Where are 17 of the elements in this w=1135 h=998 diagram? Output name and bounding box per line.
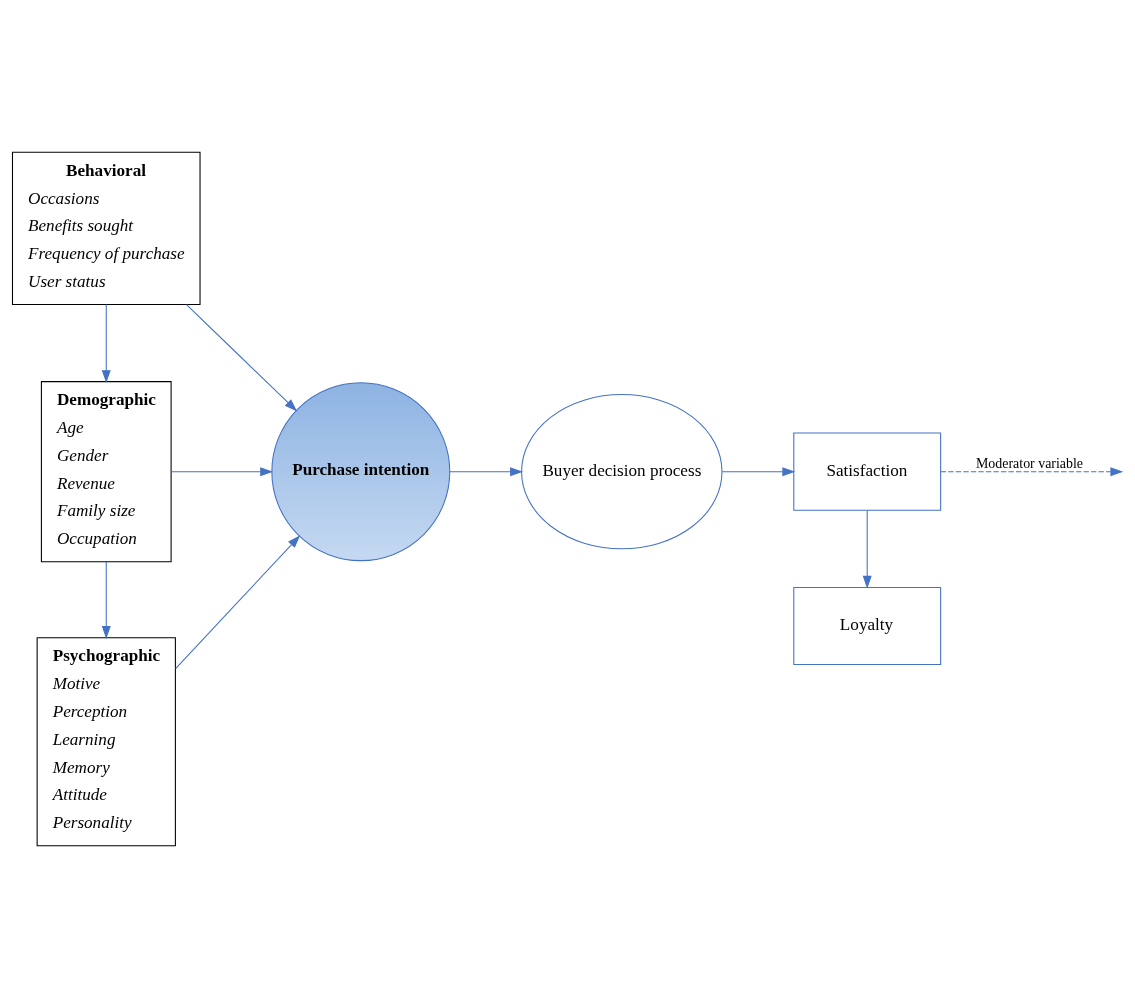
arrow xyxy=(449,467,523,477)
arrow xyxy=(175,535,301,670)
node-box: Loyalty xyxy=(793,586,942,666)
arrow xyxy=(185,304,298,412)
node-box: Demographic Age Gender Revenue Family size Occupation xyxy=(40,381,172,563)
node-box: Psychographic Motive Perception Learning Memory Attitude Personality xyxy=(36,637,176,847)
node-circle: Purchase intention xyxy=(271,382,451,562)
node-box: Behavioral Occasions Benefits sought Frequency of purchase User status xyxy=(11,151,201,305)
edge-label: Moderator variable xyxy=(975,455,1084,471)
arrow xyxy=(170,467,274,477)
arrow xyxy=(101,561,111,639)
arrow xyxy=(101,304,111,383)
arrow xyxy=(721,467,796,477)
arrow xyxy=(862,509,872,589)
node-ellipse: Buyer decision process xyxy=(521,393,723,550)
node-box: Satisfaction xyxy=(793,432,942,511)
arrow xyxy=(940,467,1124,477)
